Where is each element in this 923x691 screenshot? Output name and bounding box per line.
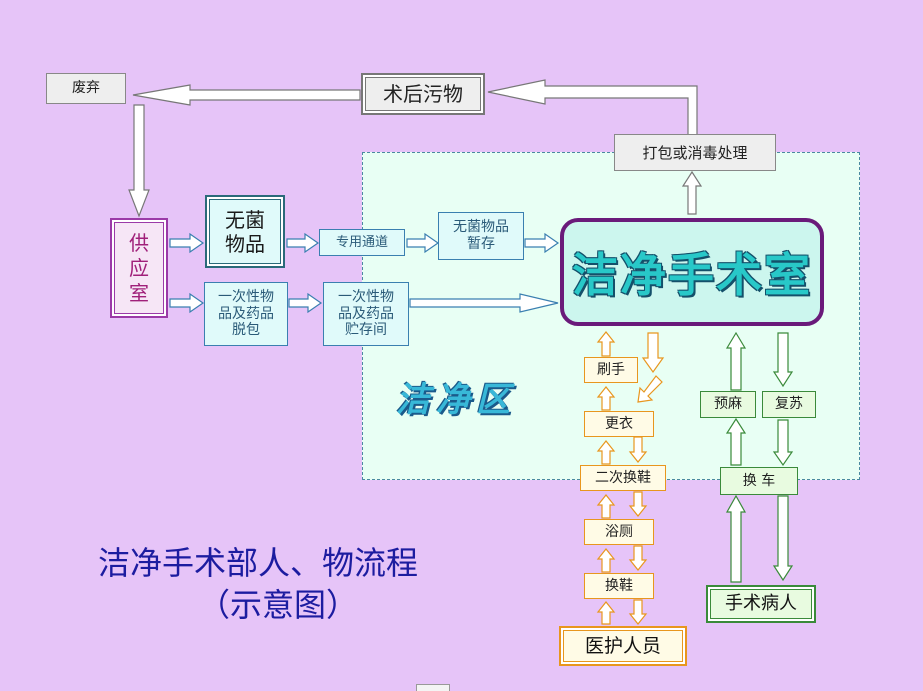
arrow-staff-up-1 <box>596 331 616 357</box>
arrow-staff-up-5 <box>596 548 616 573</box>
arrow-staff-down-5 <box>628 545 648 571</box>
arrow-waste-to-discard <box>132 84 361 106</box>
node-disposable-unpack: 一次性物 品及药品 脱包 <box>204 282 288 346</box>
node-change-cart: 换 车 <box>720 467 798 495</box>
node-pack-disinfect: 打包或消毒处理 <box>614 134 776 171</box>
node-shoe-change: 换鞋 <box>584 573 654 599</box>
node-clean-operating-room: 洁净手术室 <box>560 218 824 326</box>
node-recovery: 复苏 <box>762 391 816 418</box>
node-anesthesia-prep: 预麻 <box>700 391 756 418</box>
arrow-storage-to-or <box>409 293 559 313</box>
node-sterile-temp-storage: 无菌物品 暂存 <box>438 212 524 260</box>
arrow-unpack-to-storage <box>288 292 323 314</box>
node-second-shoe-change: 二次换鞋 <box>580 465 666 491</box>
arrow-staff-up-6 <box>596 601 616 625</box>
node-supply-room: 供 应 室 <box>110 218 168 318</box>
arrow-sterile-to-passage <box>286 232 320 254</box>
caption-subtitle: （示意图） <box>198 586 359 624</box>
arrow-temp-to-or <box>524 232 560 254</box>
node-sterile-items: 无菌 物品 <box>205 195 285 268</box>
node-change-clothes: 更衣 <box>584 411 654 437</box>
arrow-supply-to-sterile <box>169 232 205 254</box>
arrow-or-to-pack <box>681 170 703 215</box>
arrow-patient-up-3 <box>725 494 747 583</box>
arrow-supply-to-unpack <box>169 292 205 314</box>
arrow-patient-up-2 <box>725 417 747 466</box>
node-disposable-storage: 一次性物 品及药品 贮存间 <box>323 282 409 346</box>
arrow-staff-up-3 <box>596 440 616 465</box>
arrow-patient-up-1 <box>725 331 747 391</box>
arrow-staff-up-4 <box>596 494 616 519</box>
arrow-discard-to-supply <box>128 104 150 218</box>
arrow-patient-down-2 <box>772 419 794 467</box>
clean-zone-label: 洁净区 <box>396 380 516 420</box>
caption-title: 洁净手术部人、物流程 <box>98 544 419 582</box>
arrow-patient-down-3 <box>772 495 794 582</box>
arrow-staff-down-3 <box>628 436 648 463</box>
node-discard: 废弃 <box>46 73 126 104</box>
arrow-pack-to-waste <box>487 79 698 143</box>
arrow-staff-down-6 <box>628 599 648 625</box>
arrow-staff-up-2 <box>596 386 616 411</box>
node-bathroom: 浴厕 <box>584 519 654 545</box>
node-postop-waste: 术后污物 <box>361 73 485 115</box>
arrow-passage-to-temp <box>406 232 440 254</box>
node-dedicated-passage: 专用通道 <box>319 229 405 256</box>
slide-nav-tab[interactable] <box>416 684 450 691</box>
arrow-staff-down-4 <box>628 491 648 517</box>
arrow-staff-down-1 <box>641 332 665 374</box>
node-surgical-patient: 手术病人 <box>706 585 816 623</box>
arrow-patient-down-1 <box>772 332 794 388</box>
node-medical-staff: 医护人员 <box>559 626 687 666</box>
node-hand-wash: 刷手 <box>584 357 638 383</box>
arrow-staff-down-2 <box>637 375 663 403</box>
